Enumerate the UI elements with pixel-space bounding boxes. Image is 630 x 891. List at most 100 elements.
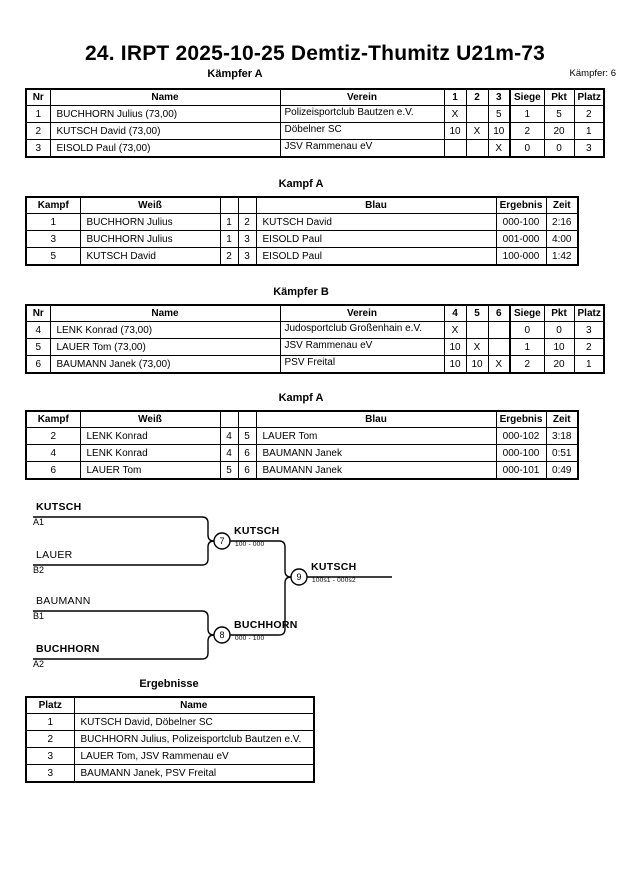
cell-nr: 5 [25, 338, 51, 356]
cell-weiss: LENK Konrad [79, 427, 221, 445]
cell-platz: 2 [25, 730, 75, 748]
cell-platz: 3 [25, 747, 75, 765]
cell-platz: 3 [573, 321, 605, 339]
cell-verein: PSV Freital [279, 355, 445, 374]
col-name: Name [73, 696, 315, 714]
cell-pkt: 20 [543, 122, 575, 140]
bracket-entry-code-4: A2 [33, 659, 45, 669]
match-node-8-circle [213, 626, 231, 644]
col-m6: 6 [487, 304, 511, 322]
col-zeit: Zeit [545, 196, 579, 214]
cell-weiss: BUCHHORN Julius [79, 230, 221, 248]
cell-verein: JSV Rammenau eV [279, 338, 445, 356]
cell-platz: 1 [573, 355, 605, 374]
match-node-8-label: 8 [219, 630, 225, 640]
cell-zeit: 4:00 [545, 230, 579, 248]
cell-blue-nr: 5 [237, 427, 257, 445]
match-8-score: 000 - 100 [235, 635, 265, 642]
table-header-row: Kampf Weiß Blau Ergebnis Zeit [25, 410, 579, 428]
cell-blau: LAUER Tom [255, 427, 497, 445]
cell-match-1: X [443, 321, 467, 339]
match-7-winner: KUTSCH [234, 525, 280, 537]
bracket-entry-name-1: KUTSCH [36, 501, 82, 513]
cell-kampf: 2 [25, 427, 81, 445]
cell-pkt: 0 [543, 139, 575, 158]
match-9-score: 100s1 - 000s2 [312, 577, 356, 584]
cell-siege: 1 [509, 105, 545, 123]
cell-weiss: BUCHHORN Julius [79, 213, 221, 231]
col-pkt: Pkt [543, 304, 575, 322]
col-siege: Siege [509, 88, 545, 106]
bracket-entry-code-3: B1 [33, 611, 45, 621]
cell-name: KUTSCH David, Döbelner SC [73, 713, 315, 731]
cell-pkt: 0 [543, 321, 575, 339]
cell-siege: 2 [509, 122, 545, 140]
cell-ergebnis: 000-100 [495, 213, 547, 231]
cell-name: LAUER Tom, JSV Rammenau eV [73, 747, 315, 765]
col-weiss: Weiß [79, 196, 221, 214]
bracket-join-8-bottom [200, 634, 215, 660]
cell-siege: 2 [509, 355, 545, 374]
cell-blau: BAUMANN Janek [255, 461, 497, 480]
col-verein: Verein [279, 304, 445, 322]
caption-kampf-a-2: Kampf A [278, 392, 324, 404]
cell-verein: Polizeisportclub Bautzen e.V. [279, 105, 445, 123]
cell-match-3: 5 [487, 105, 511, 123]
cell-match-3 [487, 338, 511, 356]
cell-name: BAUMANN Janek, PSV Freital [73, 764, 315, 783]
col-name: Name [49, 88, 281, 106]
col-verein: Verein [279, 88, 445, 106]
cell-match-3 [487, 321, 511, 339]
cell-blau: KUTSCH David [255, 213, 497, 231]
cell-pkt: 10 [543, 338, 575, 356]
col-m1: 1 [443, 88, 467, 106]
cell-white-nr: 1 [219, 230, 239, 248]
cell-pkt: 20 [543, 355, 575, 374]
col-platz: Platz [573, 88, 605, 106]
col-m3: 3 [487, 88, 511, 106]
cell-verein: JSV Rammenau eV [279, 139, 445, 158]
cell-blue-nr: 3 [237, 230, 257, 248]
header-subtitle: Kämpfer A [207, 68, 263, 80]
cell-white-nr: 1 [219, 213, 239, 231]
cell-name: BUCHHORN Julius, Polizeisportclub Bautze… [73, 730, 315, 748]
col-blau: Blau [255, 410, 497, 428]
table-header-row: Nr Name Verein 4 5 6 Siege Pkt Platz [25, 304, 605, 322]
col-m2: 2 [465, 88, 489, 106]
cell-nr: 2 [25, 122, 51, 140]
cell-platz: 2 [573, 105, 605, 123]
cell-siege: 0 [509, 321, 545, 339]
cell-nr: 6 [25, 355, 51, 374]
match-node-7-label: 7 [219, 536, 225, 546]
cell-name: LENK Konrad (73,00) [49, 321, 281, 339]
page-title: 24. IRPT 2025-10-25 Demtiz-Thumitz U21m-… [84, 42, 546, 65]
cell-blue-nr: 6 [237, 444, 257, 462]
cell-blau: BAUMANN Janek [255, 444, 497, 462]
cell-platz: 2 [573, 338, 605, 356]
col-name: Name [49, 304, 281, 322]
cell-blau: EISOLD Paul [255, 247, 497, 266]
cell-weiss: LENK Konrad [79, 444, 221, 462]
cell-match-2 [465, 321, 489, 339]
cell-match-2 [465, 139, 489, 158]
caption-kampf-a-1: Kampf A [278, 178, 324, 190]
match-7-score: 100 - 000 [235, 541, 265, 548]
cell-match-2 [465, 105, 489, 123]
cell-nr: 4 [25, 321, 51, 339]
col-pkt: Pkt [543, 88, 575, 106]
cell-blue-nr: 2 [237, 213, 257, 231]
competitor-count: Kämpfer: 6 [569, 68, 616, 79]
